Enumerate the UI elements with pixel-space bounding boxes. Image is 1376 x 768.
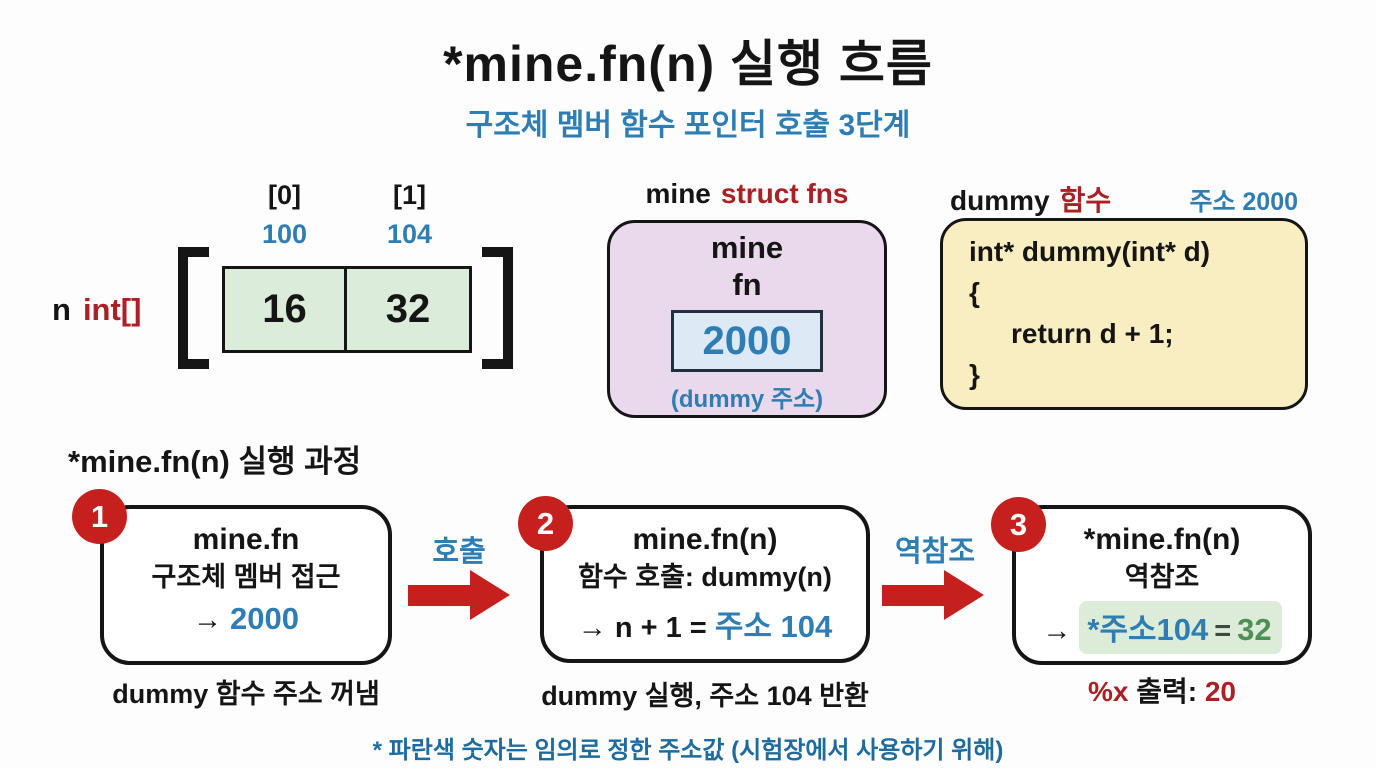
step-3-result: →*주소104=32 xyxy=(1016,601,1308,654)
array-address-1: 104 xyxy=(386,219,433,249)
step-3-result-highlight: *주소104=32 xyxy=(1079,601,1282,654)
array-index-0: [0] xyxy=(268,180,301,210)
step-2-caption: dummy 실행, 주소 104 반환 xyxy=(541,681,869,711)
step-1-title: mine.fn xyxy=(192,523,300,556)
array-variable-name: n xyxy=(52,292,71,327)
struct-field: fn xyxy=(732,267,762,302)
step-3-result-arrow: → xyxy=(1042,615,1072,647)
step-1-description: 구조체 멤버 접근 xyxy=(151,562,341,592)
array-variable-type: int[] xyxy=(82,292,142,327)
left-bracket-icon xyxy=(178,247,209,369)
page-title: *mine.fn(n) 실행 흐름 xyxy=(443,36,933,92)
step-3-caption-value: 20 xyxy=(1204,676,1237,707)
step-3-result-equals: = xyxy=(1214,615,1232,647)
step-3-caption: %x 출력: 20 xyxy=(1037,670,1287,710)
array-cell-0: 16 xyxy=(222,266,347,353)
step-3-caption-label: 출력: xyxy=(1136,676,1198,707)
step-3-badge: 3 xyxy=(991,497,1046,552)
dummy-type: 함수 xyxy=(1059,185,1112,216)
code-line: int* dummy(int* d) xyxy=(969,236,1211,267)
flow-arrow-1-label: 호출 xyxy=(432,536,486,568)
footnote: * 파란색 숫자는 임의로 정한 주소값 (시험장에서 사용하기 위해) xyxy=(372,737,1004,764)
step-2-result: → n + 1 = 주소 104 xyxy=(544,601,866,646)
dummy-name: dummy xyxy=(950,185,1050,216)
struct-type: struct fns xyxy=(720,178,849,209)
step-1-result: → 2000 xyxy=(104,601,388,637)
step-3-title: *mine.fn(n) xyxy=(1083,523,1241,556)
array-index-1: [1] xyxy=(393,180,426,210)
pointer-caption: (dummy 주소) xyxy=(670,386,824,413)
code-line: return d + 1; xyxy=(1011,318,1174,349)
step-2-card: mine.fn(n) 함수 호출: dummy(n) → n + 1 = 주소 … xyxy=(540,505,870,663)
step-2-title: mine.fn(n) xyxy=(632,523,778,556)
struct-name: mine xyxy=(645,178,711,209)
process-heading: *mine.fn(n) 실행 과정 xyxy=(68,444,362,479)
step-1-result-arrow: → xyxy=(192,604,222,636)
function-pointer-value: 2000 xyxy=(671,310,823,372)
dummy-address: 주소 2000 xyxy=(1189,188,1298,216)
step-3-card: *mine.fn(n) 역참조 →*주소104=32 xyxy=(1012,505,1312,665)
array-cell-1: 32 xyxy=(347,266,472,353)
step-1-result-value: 2000 xyxy=(230,601,300,636)
struct-box: mine fn 2000 (dummy 주소) xyxy=(607,220,887,418)
step-1-badge: 1 xyxy=(72,489,127,544)
array-cells: 16 32 xyxy=(222,266,472,353)
right-bracket-icon xyxy=(482,247,513,369)
step-2-result-expression: → n + 1 = xyxy=(577,612,707,644)
struct-owner: mine xyxy=(710,230,784,265)
flow-arrow-2-label: 역참조 xyxy=(894,536,976,568)
step-2-badge: 2 xyxy=(518,496,573,551)
arrow-right-icon xyxy=(408,570,510,620)
step-1-card: mine.fn 구조체 멤버 접근 → 2000 xyxy=(100,505,392,665)
step-3-result-address: *주소104 xyxy=(1087,612,1209,647)
code-line: { xyxy=(969,277,980,308)
dummy-function-code-box: int* dummy(int* d) { return d + 1; } xyxy=(940,218,1308,410)
step-2-result-value: 주소 104 xyxy=(714,609,833,644)
step-2-description: 함수 호출: dummy(n) xyxy=(578,562,832,592)
code-line: } xyxy=(969,359,980,390)
arrow-right-icon xyxy=(882,570,984,620)
step-3-result-value: 32 xyxy=(1237,612,1272,647)
step-3-caption-format: %x xyxy=(1087,676,1129,707)
page-subtitle: 구조체 멤버 함수 포인터 호출 3단계 xyxy=(465,109,911,142)
array-variable-label: n int[] xyxy=(52,292,141,328)
dummy-function-header: dummy 함수 주소 2000 xyxy=(950,179,1310,219)
step-3-description: 역참조 xyxy=(1124,562,1200,592)
step-1-caption: dummy 함수 주소 꺼냄 xyxy=(112,679,380,709)
struct-box-header: mine struct fns xyxy=(607,178,887,210)
array-address-0: 100 xyxy=(261,219,308,249)
